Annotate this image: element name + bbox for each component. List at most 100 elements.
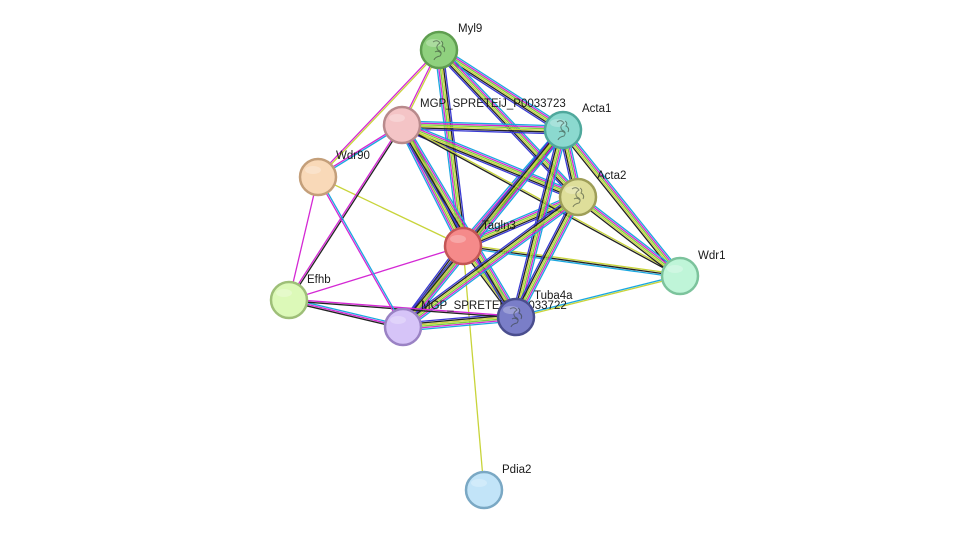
edge-strand <box>289 297 404 327</box>
node-highlight <box>276 289 292 297</box>
edge-strand <box>287 124 402 300</box>
edge-strand <box>402 195 578 327</box>
edge-strand <box>439 48 564 130</box>
edge-strand <box>516 197 580 318</box>
edge-strand <box>438 50 563 132</box>
protein-structure-icon <box>509 307 523 328</box>
edge-strand <box>288 300 403 330</box>
edge-strand <box>437 50 463 247</box>
node-label: Efhb <box>307 274 331 286</box>
edge-strand <box>463 243 681 276</box>
node-label: Wdr1 <box>698 250 725 262</box>
edge-strand <box>404 198 580 330</box>
edge-strand <box>459 126 561 244</box>
edge-mgp3723-acta1 <box>401 120 564 135</box>
node-highlight <box>667 265 683 273</box>
edge-strand <box>288 176 319 301</box>
edge-strand <box>461 192 577 243</box>
node-circle <box>660 256 700 296</box>
edge-strand <box>559 131 679 279</box>
edge-tagln3-wdr90 <box>317 176 464 247</box>
edge-strand <box>403 123 519 317</box>
edge-strand <box>289 125 404 301</box>
edge-strand <box>404 199 581 331</box>
edge-strand <box>404 122 520 316</box>
edge-strand <box>403 120 580 194</box>
edge-wdr90-mgp3722 <box>316 176 405 328</box>
edge-strand <box>403 320 517 332</box>
node-circle <box>383 307 423 347</box>
node-tuba4a[interactable]: Tuba4a <box>496 290 573 337</box>
edge-strand <box>400 193 577 325</box>
node-highlight <box>389 114 405 122</box>
node-wdr1[interactable]: Wdr1 <box>660 250 725 296</box>
edge-strand <box>401 129 563 327</box>
edge-strand <box>318 50 441 179</box>
edge-strand <box>440 46 566 128</box>
edge-strand <box>316 177 403 328</box>
node-mgp3723[interactable]: MGP_SPRETEiJ_P0033723 <box>382 98 566 145</box>
protein-structure-icon <box>571 187 585 208</box>
edge-strand <box>402 124 518 317</box>
node-circle <box>382 105 422 145</box>
edge-strand <box>513 195 577 317</box>
edge-strand <box>402 123 564 130</box>
edge-myl9-wdr90 <box>316 48 441 179</box>
edge-strand <box>403 130 565 328</box>
node-acta1[interactable]: Acta1 <box>543 103 611 150</box>
node-wdr90[interactable]: Wdr90 <box>298 150 370 197</box>
edge-strand <box>289 298 517 317</box>
edge-strand <box>563 128 682 276</box>
edge-strand <box>400 128 562 326</box>
node-circle <box>269 280 309 320</box>
edge-strand <box>400 125 516 318</box>
node-circle <box>443 226 483 266</box>
edge-strand <box>318 176 405 327</box>
node-acta2[interactable]: Acta2 <box>558 170 626 217</box>
edge-tuba4a-wdr1 <box>515 274 681 319</box>
edge-strand <box>401 126 563 134</box>
edge-acta2-mgp3722 <box>400 193 581 331</box>
node-pdia2[interactable]: Pdia2 <box>464 464 531 510</box>
node-circle <box>298 157 338 197</box>
edge-strand <box>399 125 515 319</box>
node-highlight <box>390 316 406 324</box>
edge-tagln3-pdia2 <box>462 245 485 491</box>
edge-layer <box>287 46 684 491</box>
edge-strand <box>564 127 684 275</box>
edge-strand <box>402 121 564 129</box>
node-highlight <box>305 166 321 174</box>
edge-strand <box>401 128 563 135</box>
edge-strand <box>288 299 404 328</box>
edge-acta1-wdr1 <box>559 127 684 279</box>
node-label: Wdr90 <box>336 150 370 162</box>
edge-strand <box>518 198 583 320</box>
edge-acta2-wdr1 <box>575 193 683 280</box>
edge-strand <box>575 199 679 280</box>
edge-strand <box>402 120 564 127</box>
node-circle <box>464 470 504 510</box>
edge-strand <box>316 48 439 177</box>
edge-strand <box>401 125 563 132</box>
edge-efhb-wdr90 <box>288 176 319 301</box>
node-efhb[interactable]: Efhb <box>269 274 331 320</box>
node-label: Tuba4a <box>534 290 573 302</box>
node-label: Acta1 <box>582 103 611 115</box>
edge-efhb-mgp3722 <box>288 297 404 330</box>
edge-mgp3723-tuba4a <box>398 122 520 320</box>
edge-acta2-tuba4a <box>511 194 583 320</box>
edge-strand <box>399 127 561 325</box>
edge-tagln3-efhb <box>288 245 464 301</box>
edge-strand <box>398 126 514 320</box>
edge-strand <box>517 197 581 319</box>
edge-strand <box>577 196 681 277</box>
edge-strand <box>439 47 565 129</box>
edge-strand <box>515 274 680 317</box>
edge-strand <box>514 196 578 317</box>
node-tagln3[interactable]: Tagln3 <box>443 220 516 266</box>
protein-structure-icon <box>556 120 570 141</box>
edge-mgp3723-efhb <box>287 124 404 301</box>
node-myl9[interactable]: Myl9 <box>419 23 482 70</box>
edge-strand <box>405 132 567 330</box>
